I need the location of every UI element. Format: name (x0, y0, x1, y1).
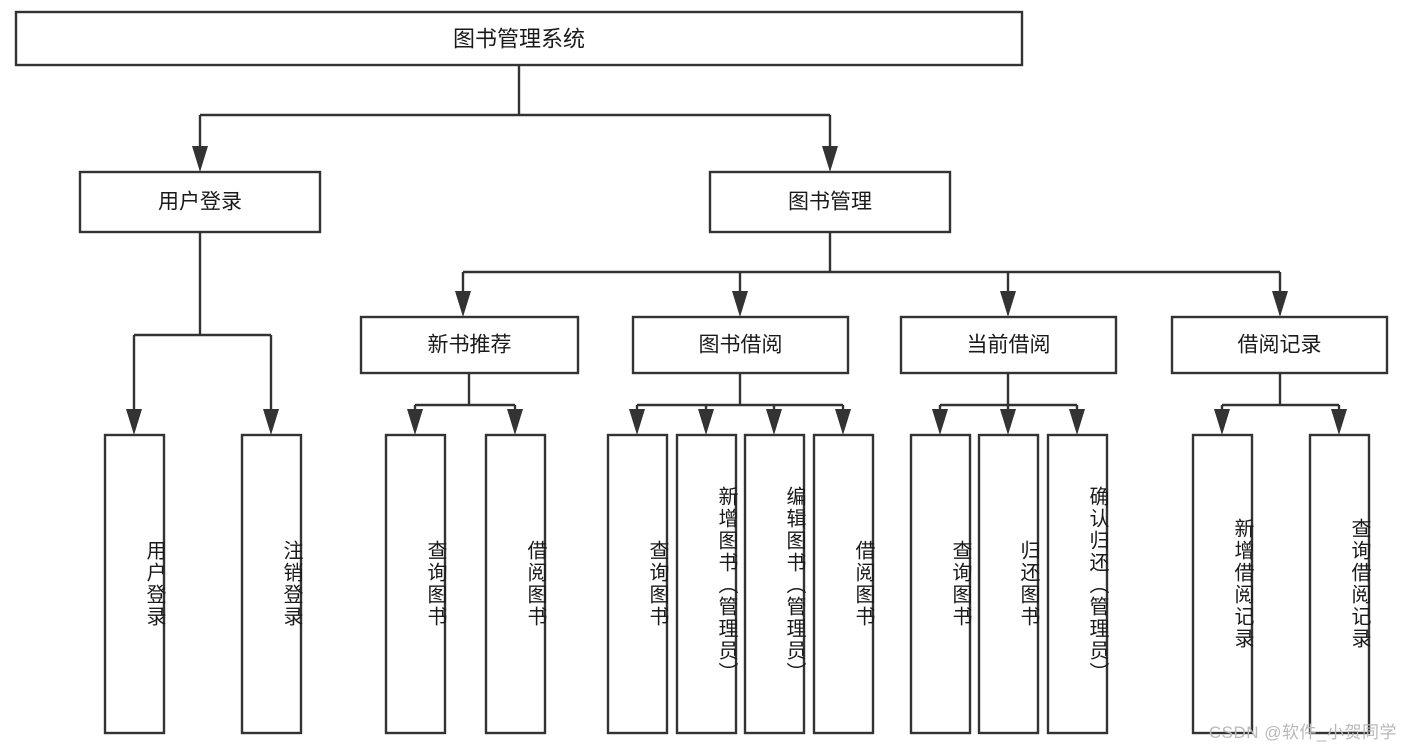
leaf-box-query-record[interactable] (1308, 433, 1371, 735)
arrowhead-newbook-leaf2 (507, 409, 523, 435)
arrowhead-bookborrow-leaf4 (835, 409, 851, 435)
arrowhead-userlogin-leaf2 (263, 409, 279, 435)
borrow-record-label: 借阅记录 (1238, 334, 1322, 357)
new-book-recommend-label: 新书推荐 (428, 334, 512, 357)
leaf-box-user-login[interactable] (103, 433, 166, 735)
arrowhead-userlogin-leaf1 (126, 409, 142, 435)
root-label: 图书管理系统 (453, 26, 585, 51)
leaf-box-add-record[interactable] (1191, 433, 1254, 735)
node-book-management[interactable]: 图书管理 (708, 170, 952, 234)
book-borrow-box[interactable] (631, 315, 850, 375)
arrowhead-currentborrow-leaf3 (1069, 409, 1085, 435)
leaf-box-return-book[interactable] (977, 433, 1040, 735)
arrowhead-borrowrecord-leaf1 (1214, 409, 1230, 435)
leaf-box-borrow-book-2[interactable] (812, 433, 875, 735)
arrowhead-borrowrecord-leaf2 (1331, 409, 1347, 435)
user-login-label: 用户登录 (158, 191, 242, 214)
arrowhead-currentborrow-leaf1 (932, 409, 948, 435)
node-borrow-record[interactable]: 借阅记录 (1170, 315, 1389, 375)
node-root[interactable]: 图书管理系统 (14, 10, 1024, 67)
book-borrow-label: 图书借阅 (699, 334, 783, 357)
leaf-box-query-book-1[interactable] (384, 433, 447, 735)
leaf-box-confirm-return[interactable] (1046, 433, 1109, 735)
arrowhead-bookmgmt (822, 146, 838, 172)
borrow-record-box[interactable] (1170, 315, 1389, 375)
node-current-borrow[interactable]: 当前借阅 (899, 315, 1118, 375)
leaf-box-borrow-book-1[interactable] (484, 433, 547, 735)
root-box[interactable] (14, 10, 1024, 67)
new-book-recommend-box[interactable] (359, 315, 580, 375)
current-borrow-label: 当前借阅 (967, 334, 1051, 357)
arrowhead-currentborrow (1000, 291, 1016, 317)
node-new-book-recommend[interactable]: 新书推荐 (359, 315, 580, 375)
arrowhead-userlogin (192, 146, 208, 172)
current-borrow-box[interactable] (899, 315, 1118, 375)
arrowhead-bookborrow-leaf3 (766, 409, 782, 435)
leaf-box-add-book[interactable] (675, 433, 738, 735)
arrowhead-borrowrecord (1272, 291, 1288, 317)
arrowhead-bookborrow-leaf1 (629, 409, 645, 435)
leaf-box-query-book-2[interactable] (606, 433, 669, 735)
arrowhead-newbook (455, 291, 471, 317)
node-user-login[interactable]: 用户登录 (78, 170, 322, 234)
leaf-box-edit-book[interactable] (743, 433, 806, 735)
node-book-borrow[interactable]: 图书借阅 (631, 315, 850, 375)
leaf-box-logout[interactable] (240, 433, 303, 735)
arrowhead-bookborrow-leaf2 (698, 409, 714, 435)
leaf-box-query-book-3[interactable] (909, 433, 972, 735)
book-management-box[interactable] (708, 170, 952, 234)
arrowhead-bookborrow (732, 291, 748, 317)
arrowhead-currentborrow-leaf2 (1000, 409, 1016, 435)
arrowhead-newbook-leaf1 (407, 409, 423, 435)
book-management-label: 图书管理 (788, 191, 872, 214)
